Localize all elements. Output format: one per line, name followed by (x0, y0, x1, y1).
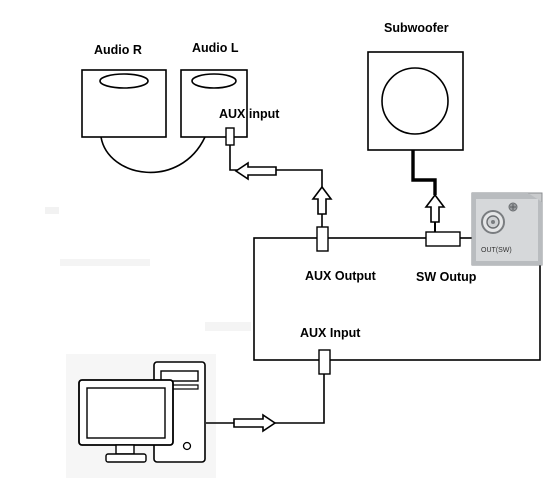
aux-input-label: AUX Input (300, 326, 361, 340)
main-unit-box (253, 237, 541, 361)
aux-input-jack (318, 349, 331, 375)
up-arrow-icon (311, 185, 333, 215)
speaker-left (180, 69, 248, 138)
background-smudge (45, 207, 59, 214)
subwoofer-box (367, 51, 464, 151)
background-smudge (205, 322, 251, 331)
computer-monitor (78, 379, 174, 463)
speaker-link-cable (100, 136, 206, 174)
right-arrow-icon (233, 413, 277, 433)
aux-output-label: AUX Output (305, 269, 376, 283)
audio-l-label: Audio L (192, 41, 239, 55)
sw-outup-label: SW Outup (416, 270, 477, 284)
speaker-aux-input-label: AUX input (219, 107, 280, 121)
left-arrow-icon (234, 161, 277, 181)
speaker-aux-jack (225, 127, 235, 146)
subwoofer-cable (411, 150, 437, 195)
up-arrow-icon (424, 193, 446, 223)
sw-jack-photo (471, 192, 543, 266)
speaker-right (81, 69, 167, 138)
sw-output-connector (425, 231, 461, 247)
subwoofer-label: Subwoofer (384, 21, 449, 35)
background-smudge (60, 259, 150, 266)
audio-r-label: Audio R (94, 43, 142, 57)
jack-marking: OUT(SW) (481, 247, 512, 254)
aux-output-jack (316, 226, 329, 252)
